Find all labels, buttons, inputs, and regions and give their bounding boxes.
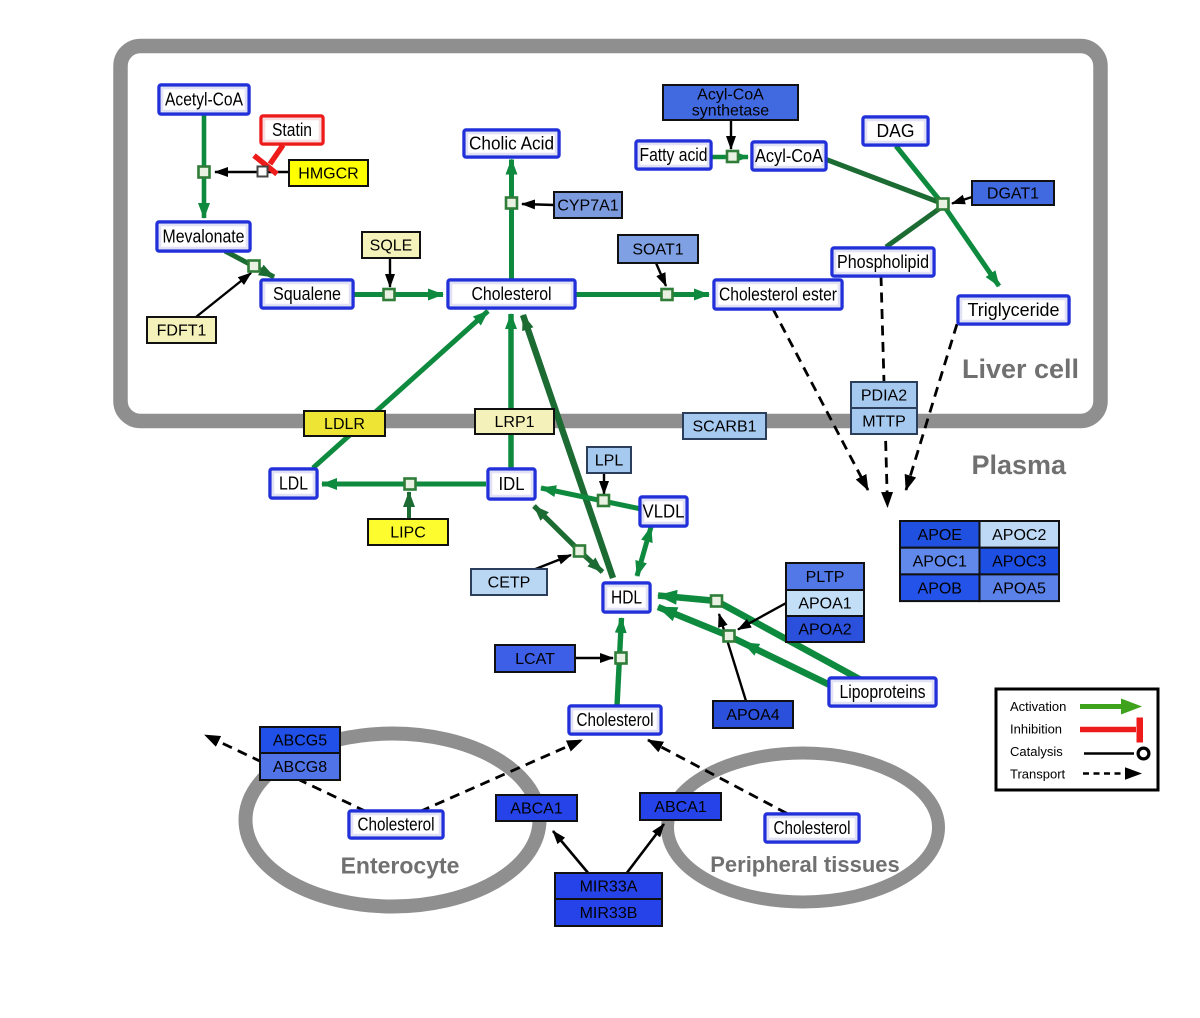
svg-text:APOA4: APOA4 (726, 707, 779, 724)
svg-text:DAG: DAG (877, 121, 915, 141)
svg-text:Activation: Activation (1010, 699, 1066, 714)
svg-text:Liver cell: Liver cell (962, 354, 1079, 384)
svg-text:Cholesterol: Cholesterol (577, 710, 654, 730)
svg-text:Cholesterol: Cholesterol (774, 818, 851, 838)
svg-text:ABCA1: ABCA1 (510, 801, 563, 818)
svg-text:FDFT1: FDFT1 (157, 323, 207, 340)
svg-text:LDL: LDL (279, 473, 308, 493)
svg-text:Acyl-CoA: Acyl-CoA (755, 146, 823, 166)
svg-text:APOE: APOE (918, 527, 962, 544)
svg-text:APOA5: APOA5 (993, 580, 1046, 597)
svg-text:Enterocyte: Enterocyte (341, 853, 460, 879)
svg-text:Triglyceride: Triglyceride (968, 300, 1060, 320)
svg-text:PLTP: PLTP (806, 569, 845, 586)
svg-text:CYP7A1: CYP7A1 (557, 198, 618, 215)
svg-text:Peripheral tissues: Peripheral tissues (710, 852, 900, 877)
svg-text:Acetyl-CoA: Acetyl-CoA (165, 89, 243, 109)
svg-text:Cholic Acid: Cholic Acid (469, 133, 554, 153)
svg-text:Transport: Transport (1010, 767, 1066, 782)
svg-text:ABCG8: ABCG8 (273, 759, 327, 776)
svg-text:Lipoproteins: Lipoproteins (840, 682, 926, 702)
svg-text:ABCA1: ABCA1 (654, 799, 707, 816)
svg-text:CETP: CETP (488, 575, 531, 592)
svg-text:LPL: LPL (595, 453, 624, 470)
svg-text:APOC2: APOC2 (992, 527, 1046, 544)
svg-text:APOA1: APOA1 (798, 596, 851, 613)
svg-text:Cholesterol ester: Cholesterol ester (719, 284, 837, 304)
svg-text:Cholesterol: Cholesterol (472, 284, 552, 304)
svg-text:MIR33B: MIR33B (580, 905, 638, 922)
svg-text:Plasma: Plasma (972, 450, 1068, 480)
svg-text:PDIA2: PDIA2 (861, 388, 907, 405)
svg-text:Cholesterol: Cholesterol (358, 814, 435, 834)
svg-text:MTTP: MTTP (862, 414, 906, 431)
svg-text:APOC3: APOC3 (992, 554, 1046, 571)
svg-text:Squalene: Squalene (273, 284, 341, 304)
svg-text:Fatty acid: Fatty acid (640, 145, 708, 165)
svg-text:Catalysis: Catalysis (1010, 744, 1063, 759)
svg-text:Acyl-CoA: Acyl-CoA (697, 87, 764, 104)
svg-text:SCARB1: SCARB1 (692, 419, 756, 436)
svg-text:LDLR: LDLR (324, 416, 365, 433)
svg-text:SQLE: SQLE (370, 238, 413, 255)
svg-text:HMGCR: HMGCR (298, 166, 358, 183)
svg-text:DGAT1: DGAT1 (987, 186, 1039, 203)
svg-text:APOC1: APOC1 (913, 554, 967, 571)
svg-text:APOB: APOB (918, 580, 962, 597)
svg-text:SOAT1: SOAT1 (632, 242, 683, 259)
svg-text:Inhibition: Inhibition (1010, 722, 1062, 737)
svg-text:APOA2: APOA2 (798, 622, 851, 639)
svg-text:Statin: Statin (272, 120, 312, 140)
svg-text:ABCG5: ABCG5 (273, 733, 327, 750)
svg-text:Mevalonate: Mevalonate (163, 226, 245, 246)
svg-text:MIR33A: MIR33A (580, 879, 638, 896)
svg-text:IDL: IDL (499, 474, 525, 494)
svg-text:LCAT: LCAT (515, 651, 555, 668)
svg-text:Phospholipid: Phospholipid (837, 252, 929, 272)
svg-text:LRP1: LRP1 (494, 414, 534, 431)
svg-text:LIPC: LIPC (390, 525, 426, 542)
svg-text:synthetase: synthetase (692, 103, 769, 120)
svg-text:VLDL: VLDL (643, 501, 685, 521)
svg-text:HDL: HDL (611, 587, 642, 607)
